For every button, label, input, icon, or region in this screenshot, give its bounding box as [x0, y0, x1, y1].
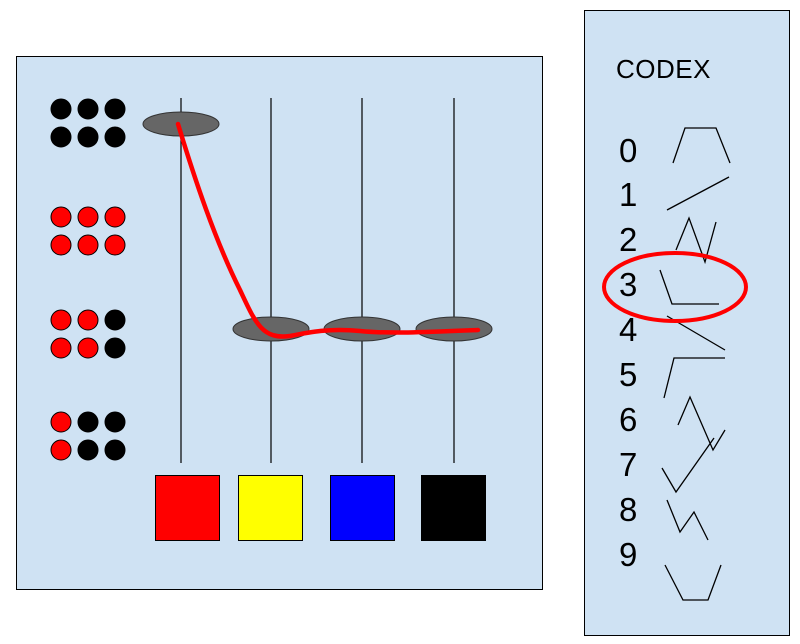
dot-3-4: [77, 439, 99, 461]
color-box-black: [421, 475, 486, 541]
glyph-7: [661, 437, 715, 494]
codex-digit-0: 0: [619, 132, 638, 169]
codex-glyphs: [659, 127, 731, 601]
codex-digit-2: 2: [619, 221, 638, 258]
codex-digit-8: 8: [619, 491, 638, 528]
codex-title: CODEX: [616, 54, 711, 84]
dot-1-5: [104, 234, 126, 256]
marker-2: [232, 316, 310, 342]
codex-digit-6: 6: [619, 401, 638, 438]
glyph-8: [666, 499, 709, 541]
dot-1-3: [50, 234, 72, 256]
color-box-yellow: [238, 475, 303, 541]
dot-1-0: [50, 206, 72, 228]
codex-digit-4: 4: [619, 311, 638, 348]
dot-2-1: [77, 309, 99, 331]
dot-2-3: [50, 337, 72, 359]
glyph-9: [664, 564, 722, 601]
codex-digit-3: 3: [619, 266, 638, 303]
glyph-2: [675, 216, 717, 265]
dot-3-3: [50, 439, 72, 461]
dot-0-2: [104, 98, 126, 120]
dot-2-5: [104, 337, 126, 359]
dot-0-1: [77, 98, 99, 120]
dot-3-1: [77, 411, 99, 433]
glyph-0: [672, 127, 731, 164]
glyph-3: [659, 269, 719, 305]
codex-panel: [584, 10, 790, 636]
glyph-6: [677, 395, 726, 452]
dot-0-0: [50, 98, 72, 120]
color-box-blue: [330, 475, 395, 541]
red-trace: [175, 121, 481, 339]
glyph-1: [666, 176, 730, 211]
glyph-5: [663, 357, 725, 399]
codex-digit-5: 5: [619, 356, 638, 393]
dot-0-4: [77, 126, 99, 148]
dot-3-0: [50, 411, 72, 433]
rods: [180, 98, 455, 463]
dot-2-0: [50, 309, 72, 331]
dot-1-4: [77, 234, 99, 256]
highlight-ring: [602, 251, 748, 323]
color-box-red: [155, 475, 220, 541]
codex-digit-1: 1: [619, 176, 638, 213]
dot-0-3: [50, 126, 72, 148]
dot-2-2: [104, 309, 126, 331]
dot-3-2: [104, 411, 126, 433]
dot-1-2: [104, 206, 126, 228]
dot-3-5: [104, 439, 126, 461]
dot-2-4: [77, 337, 99, 359]
codex-digit-9: 9: [619, 536, 638, 573]
dot-0-5: [104, 126, 126, 148]
codex-digit-7: 7: [619, 446, 638, 483]
markers: [142, 111, 493, 342]
dot-grid: [50, 98, 126, 461]
dot-1-1: [77, 206, 99, 228]
